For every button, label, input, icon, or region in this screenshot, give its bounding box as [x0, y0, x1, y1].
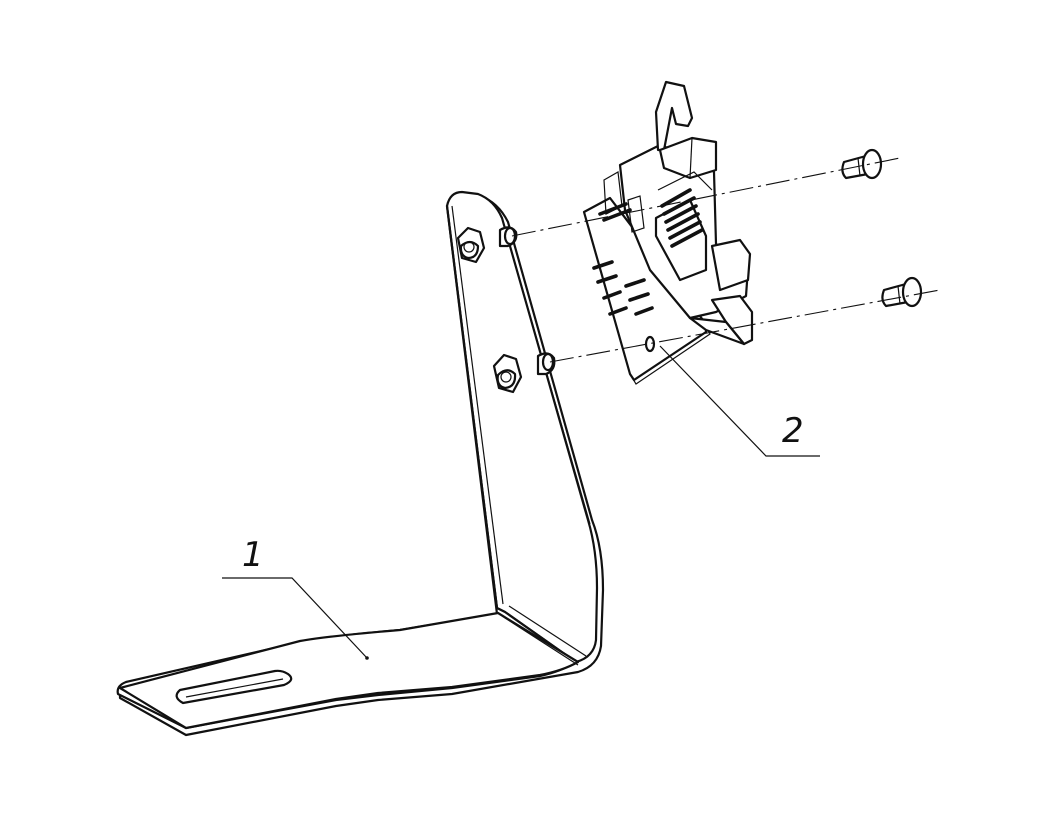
callout-1: 1	[242, 535, 264, 575]
hex-nut	[456, 226, 518, 264]
assembly-axis-upper	[511, 157, 901, 237]
bracket-flange	[118, 611, 580, 730]
connector-latch-bottom	[710, 238, 752, 292]
circuit-board-connector	[582, 80, 754, 385]
assembly-axis-lower	[549, 289, 941, 363]
hex-nut	[492, 352, 556, 394]
rivet-pin	[841, 148, 883, 180]
bracket	[116, 190, 605, 737]
bracket-slot	[175, 669, 293, 705]
bracket-upright-plate	[445, 190, 599, 664]
callout-2: 2	[782, 411, 804, 451]
leader-line-1	[222, 577, 368, 659]
rivet-pin	[881, 276, 923, 308]
leader-line-2	[659, 345, 820, 457]
